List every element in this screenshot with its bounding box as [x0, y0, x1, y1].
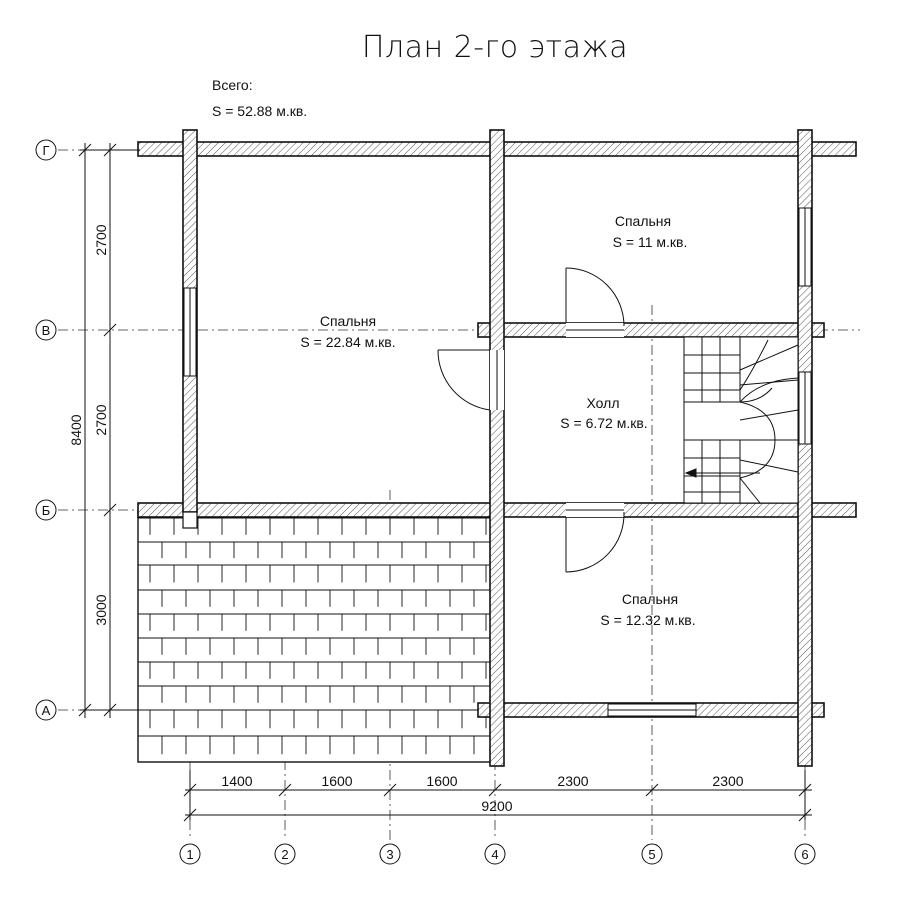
dim-v-1: 2700 [93, 224, 109, 255]
room-labels: Спальня S = 22.84 м.кв. Спальня S = 11 м… [300, 213, 695, 628]
room-area-bedroom-3: S = 12.32 м.кв. [600, 612, 695, 628]
dim-h-total: 9200 [481, 798, 512, 814]
dim-h-4: 2300 [557, 773, 588, 789]
room-area-bedroom-2: S = 11 м.кв. [613, 234, 688, 250]
roof-area [137, 509, 501, 763]
axis-marker-row-2: В [42, 323, 51, 338]
windows [183, 207, 812, 717]
column-axis-markers: 1 2 3 4 5 6 [179, 843, 816, 865]
dim-h-5: 2300 [712, 773, 743, 789]
axis-marker-col-3: 3 [386, 847, 393, 862]
axis-marker-row-4: А [42, 703, 51, 718]
axis-marker-col-2: 2 [281, 847, 288, 862]
axis-marker-col-1: 1 [186, 847, 193, 862]
room-name-hall: Холл [587, 395, 620, 411]
dim-h-3: 1600 [426, 773, 457, 789]
dim-v-3: 3000 [93, 594, 109, 625]
room-name-bedroom-3: Спальня [622, 591, 678, 607]
axis-marker-col-6: 6 [801, 847, 808, 862]
row-axis-markers: Г В Б А [35, 139, 57, 721]
plan-title: План 2-го этажа [362, 30, 628, 65]
axis-marker-row-1: Г [42, 143, 49, 158]
staircase [683, 336, 799, 504]
vertical-dimensions: 2700 2700 3000 8400 [68, 143, 140, 718]
room-name-bedroom-1: Спальня [320, 313, 376, 329]
doors [437, 267, 625, 573]
total-label: Всего: [212, 77, 253, 93]
axis-marker-col-5: 5 [648, 847, 655, 862]
room-area-hall: S = 6.72 м.кв. [560, 415, 647, 431]
walls [137, 129, 857, 767]
dim-v-total: 8400 [68, 414, 84, 445]
dim-h-2: 1600 [321, 773, 352, 789]
room-name-bedroom-2: Спальня [615, 213, 671, 229]
dim-v-2: 2700 [93, 404, 109, 435]
axis-marker-row-3: Б [42, 503, 51, 518]
axis-marker-col-4: 4 [491, 847, 498, 862]
room-area-bedroom-1: S = 22.84 м.кв. [300, 334, 395, 350]
dim-h-1: 1400 [221, 773, 252, 789]
total-area: S = 52.88 м.кв. [212, 103, 307, 119]
horizontal-dimensions: 1400 1600 1600 2300 2300 9200 [183, 770, 812, 822]
